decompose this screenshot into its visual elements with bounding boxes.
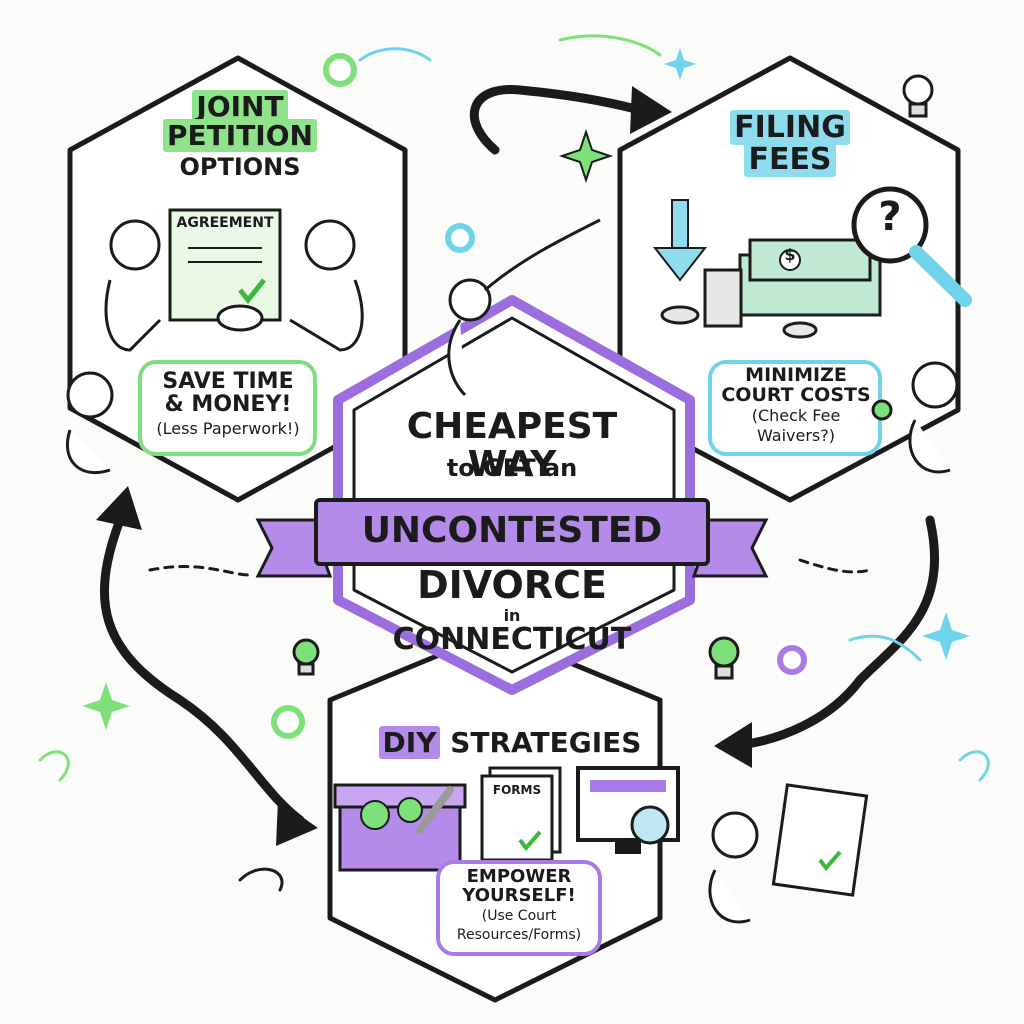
- thinking-person-icon: [871, 361, 959, 474]
- gear-icon: [271, 53, 807, 739]
- lightbulb-icon: [292, 74, 934, 680]
- magnifier-icon: [851, 186, 972, 307]
- empower-bubble: [436, 860, 602, 956]
- hexagon-center-inner: [352, 316, 676, 674]
- agreement-label: AGREEMENT: [176, 215, 274, 231]
- arrow-left-head-bottom: [276, 800, 318, 846]
- down-arrow-icon: [652, 199, 708, 282]
- agreement-document-icon: [168, 208, 282, 322]
- fees-title-b: FEES: [744, 141, 836, 177]
- diy-title: DIY STRATEGIES: [360, 726, 660, 759]
- save-time-line3: (Less Paperwork!): [156, 419, 300, 439]
- fees-line2: COURT COSTS: [721, 383, 871, 406]
- save-time-line1: SAVE TIME: [162, 369, 294, 394]
- center-line4: in: [503, 606, 521, 625]
- decor-swirls: [38, 34, 990, 892]
- person-right-icon: [289, 219, 364, 352]
- uncontested-banner: [255, 498, 769, 578]
- center-line5: CONNECTICUT: [392, 622, 632, 657]
- fees-line1: MINIMIZE: [745, 364, 847, 386]
- sparkle-icon: [82, 48, 970, 730]
- wrench-icon: [416, 786, 454, 834]
- empower-line3: (Use Court: [481, 907, 557, 924]
- joint-title-b: PETITION: [163, 119, 317, 153]
- person-left-icon: [104, 219, 162, 352]
- empower-line2: YOURSELF!: [462, 884, 576, 906]
- fees-title-a: FILING: [730, 110, 850, 145]
- celebrating-person-icon: [708, 811, 759, 924]
- save-time-line2: & MONEY!: [164, 392, 292, 418]
- arrow-right: [735, 515, 939, 750]
- arrow-top: [469, 85, 645, 155]
- fees-line4: Waivers?): [756, 425, 835, 445]
- forms-label: FORMS: [492, 783, 542, 797]
- arrow-left: [100, 515, 305, 825]
- center-line1: CHEAPEST WAY: [406, 406, 618, 485]
- empower-line1: EMPOWER: [466, 866, 572, 887]
- joint-title: JOINT PETITION OPTIONS: [140, 90, 340, 181]
- dollar-icon: $: [784, 245, 796, 264]
- coin-icon: [660, 268, 818, 339]
- jumping-person-icon: [447, 218, 601, 397]
- monitor-icon: [576, 766, 680, 854]
- center-title: CHEAPEST WAY: [360, 408, 664, 484]
- clipboard-icon: [771, 783, 869, 897]
- arrow-top-head: [630, 86, 672, 134]
- fees-line3: (Check Fee: [751, 405, 841, 425]
- diy-title-b: STRATEGIES: [440, 726, 642, 759]
- empower-line4: Resources/Forms): [456, 926, 582, 943]
- empower-text: EMPOWER YOURSELF! (Use Court Resources/F…: [440, 866, 598, 944]
- center-line2: to GET an: [446, 454, 578, 482]
- save-time-bubble: [138, 360, 317, 456]
- toolbox-icon: [333, 783, 467, 872]
- save-time-text: SAVE TIME & MONEY! (Less Paperwork!): [142, 370, 314, 439]
- fees-title: FILING FEES: [700, 110, 880, 177]
- arrow-right-head: [714, 722, 752, 768]
- center-banner-text: UNCONTESTED: [361, 510, 663, 551]
- forms-document-icon: [480, 766, 562, 862]
- fees-bubble-text: MINIMIZE COURT COSTS (Check Fee Waivers?…: [712, 364, 880, 446]
- diy-title-a: DIY: [378, 726, 441, 759]
- thumbs-up-person-icon: [65, 371, 114, 475]
- handshake-icon: [216, 304, 264, 332]
- money-icon: [738, 238, 882, 317]
- flow-arrows: [100, 85, 939, 825]
- joint-title-a: JOINT: [192, 90, 288, 123]
- question-icon: ?: [878, 194, 902, 240]
- center-line3: DIVORCE: [417, 563, 607, 607]
- joint-title-c: OPTIONS: [179, 152, 301, 181]
- arrow-left-head-top: [96, 486, 142, 530]
